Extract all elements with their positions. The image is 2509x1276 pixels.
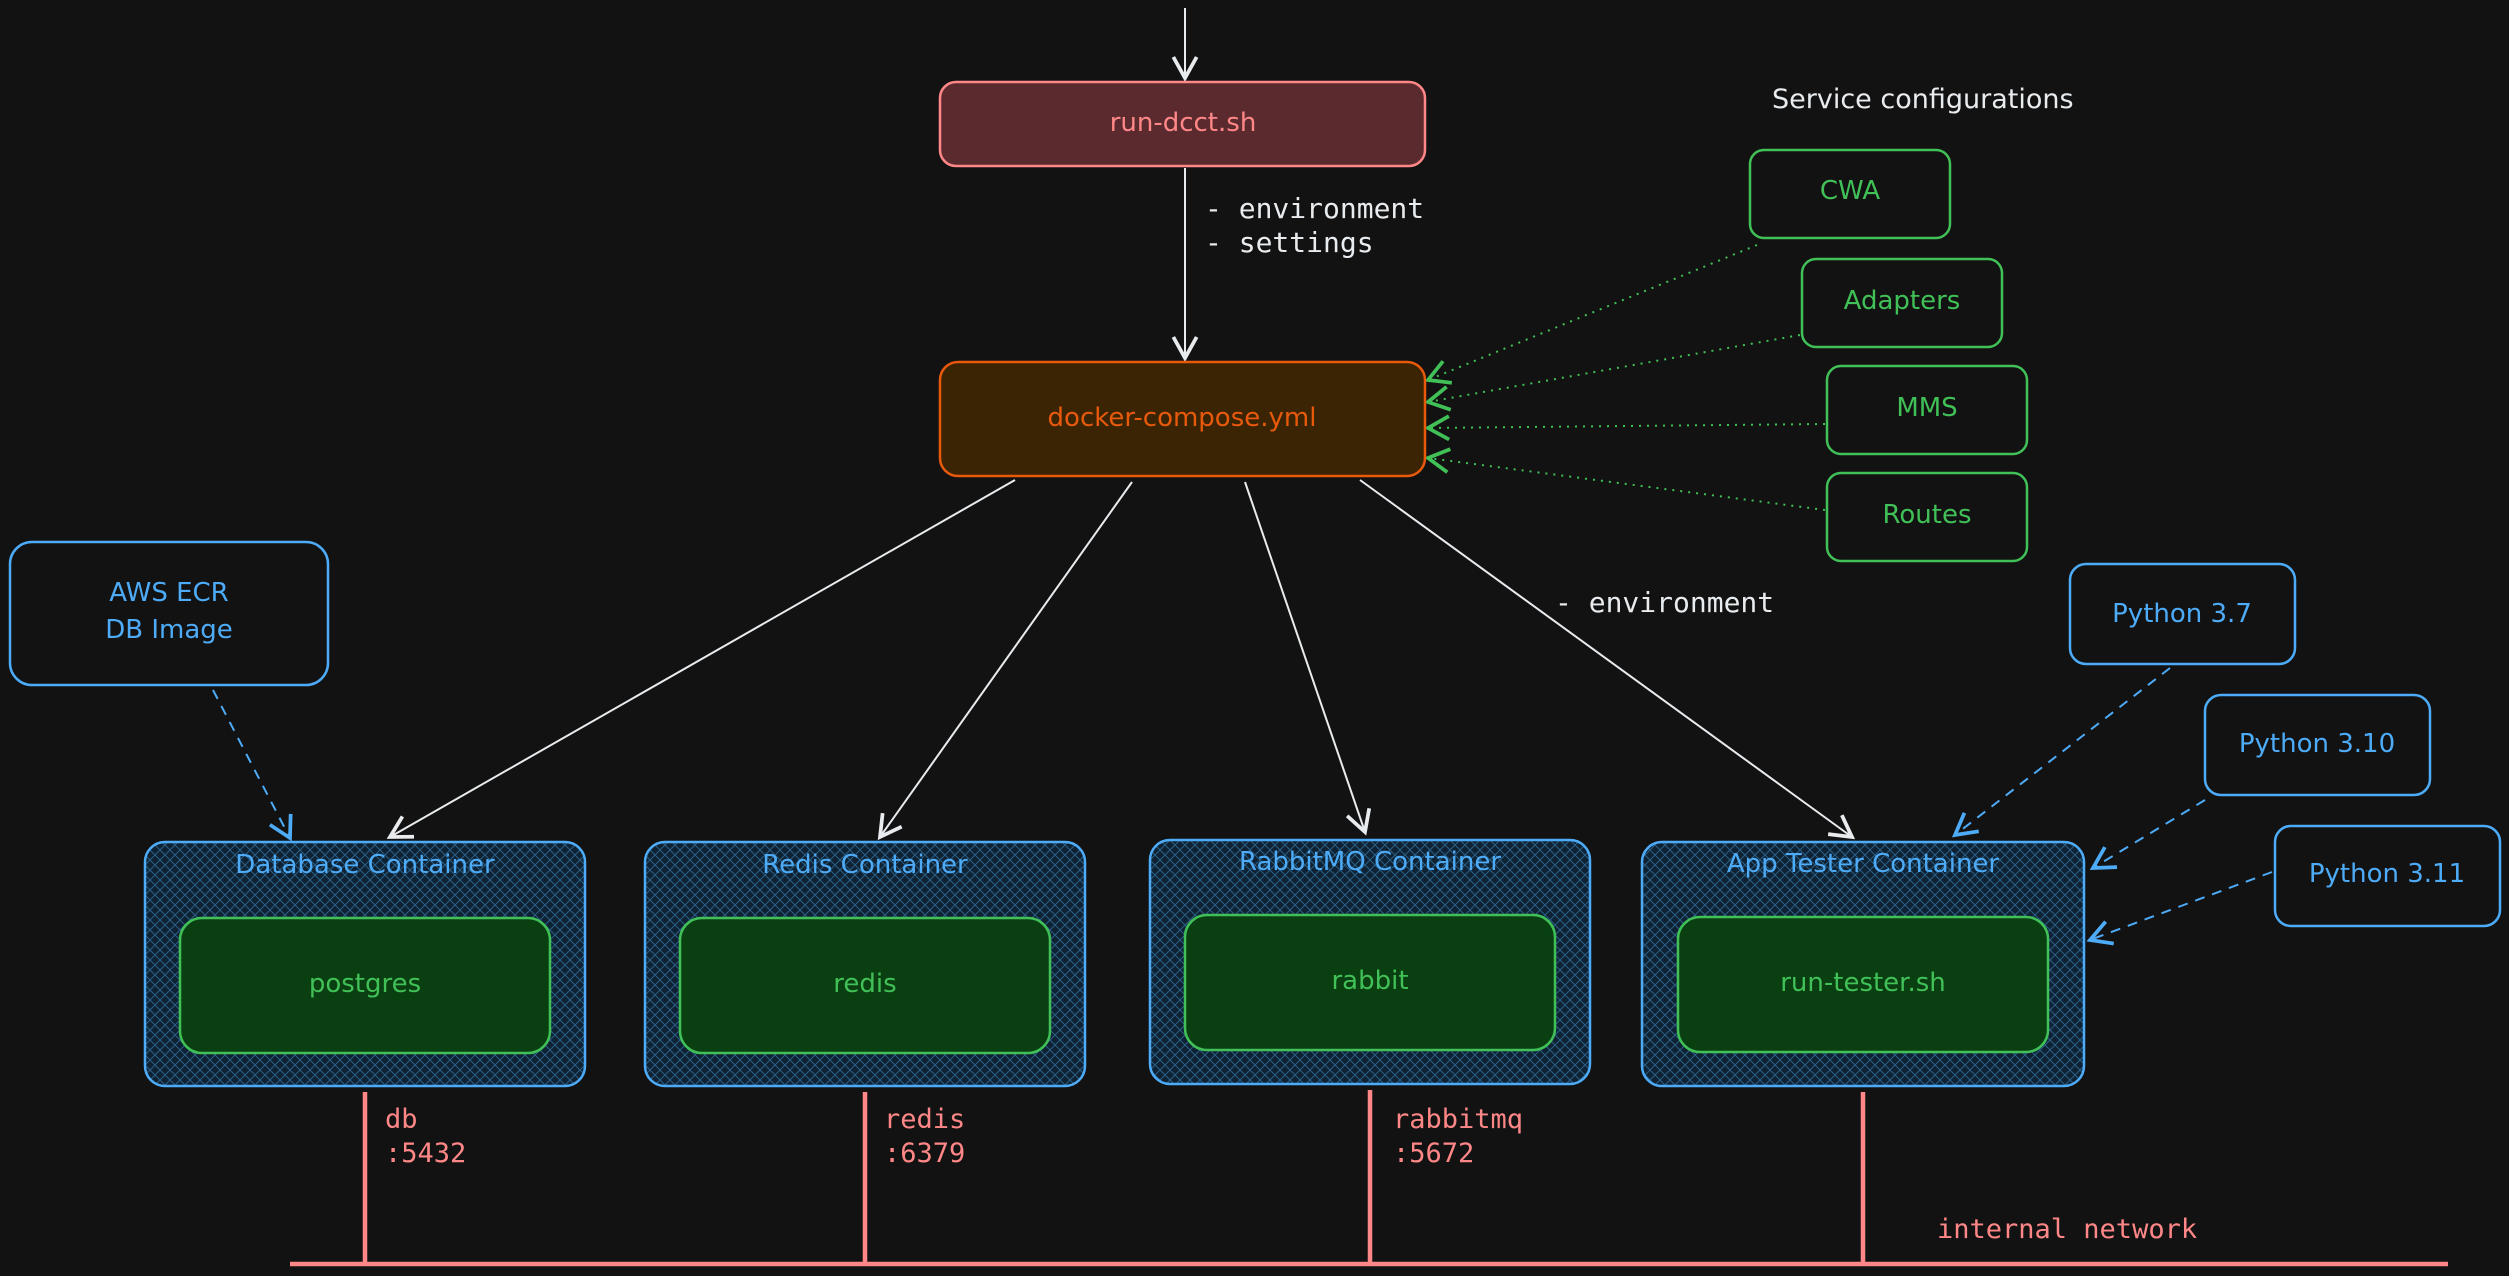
inner-label-redis: redis <box>833 969 896 999</box>
container-redis[interactable]: Redis Container redis <box>643 840 1087 1088</box>
ecr-label-line1: AWS ECR <box>109 578 229 608</box>
env-label-line2: - settings <box>1205 226 1374 259</box>
config-label-adapters: Adapters <box>1844 286 1961 316</box>
container-inner-database <box>178 916 552 1055</box>
tester-env-label: - environment <box>1555 586 1774 619</box>
container-database[interactable]: Database Container postgres <box>143 840 587 1088</box>
container-title-rabbitmq: RabbitMQ Container <box>1239 847 1501 877</box>
config-label-cwa: CWA <box>1820 176 1880 206</box>
python-box-3-7[interactable]: Python 3.7 <box>2068 562 2297 666</box>
env-label-line1: - environment <box>1205 192 1424 225</box>
image-arrows <box>212 667 2273 946</box>
host-label-db: db <box>385 1104 418 1135</box>
arrow-compose-to-redis <box>877 481 1133 841</box>
arrow-mms-to-compose <box>1424 414 1826 442</box>
container-app-tester[interactable]: App Tester Container run-tester.sh <box>1640 840 2086 1088</box>
run-script-node[interactable]: run-dcct.sh <box>938 80 1427 168</box>
config-box-routes[interactable]: Routes <box>1825 471 2029 563</box>
arrow-compose-to-db <box>386 479 1016 839</box>
arrow-adapters-to-compose <box>1424 334 1801 412</box>
config-box-mms[interactable]: MMS <box>1825 364 2029 456</box>
arrow-py311-to-tester <box>2086 871 2273 946</box>
python-label-3-10: Python 3.10 <box>2239 729 2395 759</box>
config-label-routes: Routes <box>1882 500 1971 530</box>
service-config-title: Service configurations <box>1772 84 2074 115</box>
compose-node[interactable]: docker-compose.yml <box>938 360 1427 478</box>
arrow-py37-to-tester <box>1951 667 2171 838</box>
config-box-adapters[interactable]: Adapters <box>1800 257 2004 349</box>
port-label-rabbitmq: :5672 <box>1393 1138 1474 1169</box>
container-inner-app-tester <box>1676 915 2050 1054</box>
container-title-database: Database Container <box>235 850 495 880</box>
arrow-py310-to-tester <box>2089 799 2206 870</box>
config-arrows <box>1424 244 1826 511</box>
config-box-cwa[interactable]: CWA <box>1748 148 1952 240</box>
python-label-3-11: Python 3.11 <box>2309 859 2465 889</box>
inner-label-run-tester: run-tester.sh <box>1780 968 1946 998</box>
container-rabbitmq[interactable]: RabbitMQ Container rabbit <box>1148 838 1592 1086</box>
network-label: internal network <box>1937 1214 2197 1245</box>
arrow-compose-to-rabbit <box>1244 481 1372 836</box>
arrow-routes-to-compose <box>1424 447 1826 511</box>
compose-label: docker-compose.yml <box>1048 403 1317 433</box>
host-label-redis: redis <box>884 1104 965 1135</box>
arrow-compose-to-tester <box>1359 479 1856 840</box>
python-box-3-10[interactable]: Python 3.10 <box>2203 693 2432 797</box>
host-label-rabbitmq: rabbitmq <box>1393 1104 1523 1135</box>
container-inner-rabbitmq <box>1183 913 1557 1052</box>
ecr-label-line2: DB Image <box>105 615 233 645</box>
python-label-3-7: Python 3.7 <box>2112 599 2252 629</box>
arrow-cwa-to-compose <box>1424 244 1758 385</box>
port-label-redis: :6379 <box>884 1138 965 1169</box>
internal-network <box>290 1090 2448 1267</box>
container-title-redis: Redis Container <box>762 850 968 880</box>
ecr-image-node[interactable]: AWS ECR DB Image <box>8 540 330 687</box>
container-inner-redis <box>678 916 1052 1055</box>
port-label-db: :5432 <box>385 1138 466 1169</box>
config-label-mms: MMS <box>1896 393 1957 423</box>
inner-label-rabbit: rabbit <box>1331 966 1408 996</box>
run-script-label: run-dcct.sh <box>1110 108 1257 138</box>
container-title-app-tester: App Tester Container <box>1727 849 2000 879</box>
arrow-ecr-to-db <box>212 689 293 842</box>
flow-arrows <box>386 8 1856 841</box>
inner-label-postgres: postgres <box>309 969 421 999</box>
python-box-3-11[interactable]: Python 3.11 <box>2273 824 2502 928</box>
